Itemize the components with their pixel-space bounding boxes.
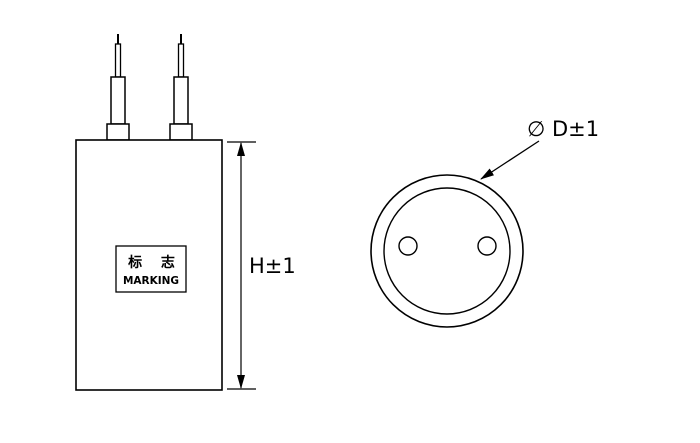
- diameter-leader-line: [480, 140, 540, 180]
- height-dimension-label: H±1: [249, 254, 296, 278]
- terminal-right: [169, 34, 193, 141]
- marking-text-en: MARKING: [123, 275, 179, 287]
- terminal-left-sleeve: [110, 76, 126, 125]
- terminal-right-flange: [169, 123, 193, 141]
- front-view: 标 志 MARKING: [75, 34, 223, 391]
- marking-box: [115, 245, 187, 293]
- terminal-left-wire: [114, 43, 122, 78]
- terminal-hole-left: [398, 236, 418, 256]
- terminal-right-wire: [177, 43, 185, 78]
- terminal-left-flange: [106, 123, 130, 141]
- height-dimension: H±1: [227, 141, 296, 390]
- terminal-left: [106, 34, 130, 141]
- outer-circle: [370, 174, 524, 328]
- diameter-dimension-label: ∅ D±1: [527, 117, 599, 141]
- inner-circle: [383, 187, 511, 315]
- terminal-right-sleeve: [173, 76, 189, 125]
- terminal-hole-right: [477, 236, 497, 256]
- top-view: ∅ D±1: [370, 117, 599, 328]
- marking-text-cn: 标 志: [127, 254, 182, 271]
